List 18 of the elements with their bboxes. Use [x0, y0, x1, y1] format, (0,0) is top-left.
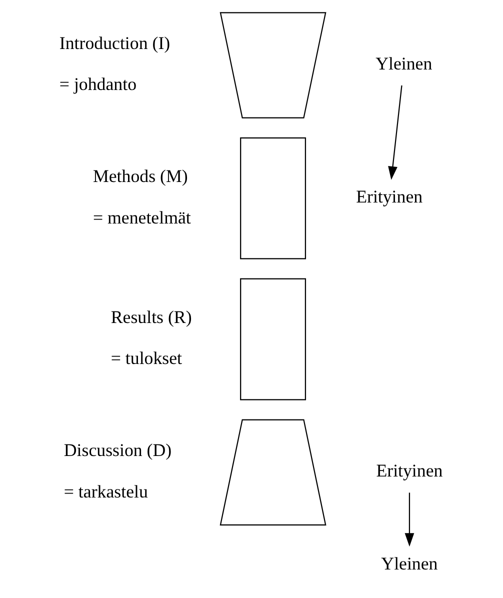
arrow	[404, 492, 414, 547]
node-label: Methods (M)	[92, 166, 188, 186]
node-trapezoid	[220, 419, 326, 526]
node-label: Results (R)	[110, 306, 192, 327]
node-label: = tarkastelu	[64, 481, 148, 502]
node-box	[240, 278, 306, 400]
node-box	[240, 137, 306, 260]
node-label: = menetelmät	[92, 207, 191, 228]
node-text: Yleinen	[376, 54, 432, 74]
node-label: = tulokset	[110, 348, 182, 368]
node-text: Erityinen	[376, 460, 443, 481]
node-label: = johdanto	[59, 74, 137, 94]
arrow	[388, 85, 402, 180]
node-trapezoid	[220, 12, 326, 118]
node-text: Erityinen	[356, 186, 423, 207]
node-label: Introduction (I)	[59, 32, 170, 53]
node-label: Discussion (D)	[64, 440, 172, 460]
node-text: Yleinen	[381, 553, 438, 574]
